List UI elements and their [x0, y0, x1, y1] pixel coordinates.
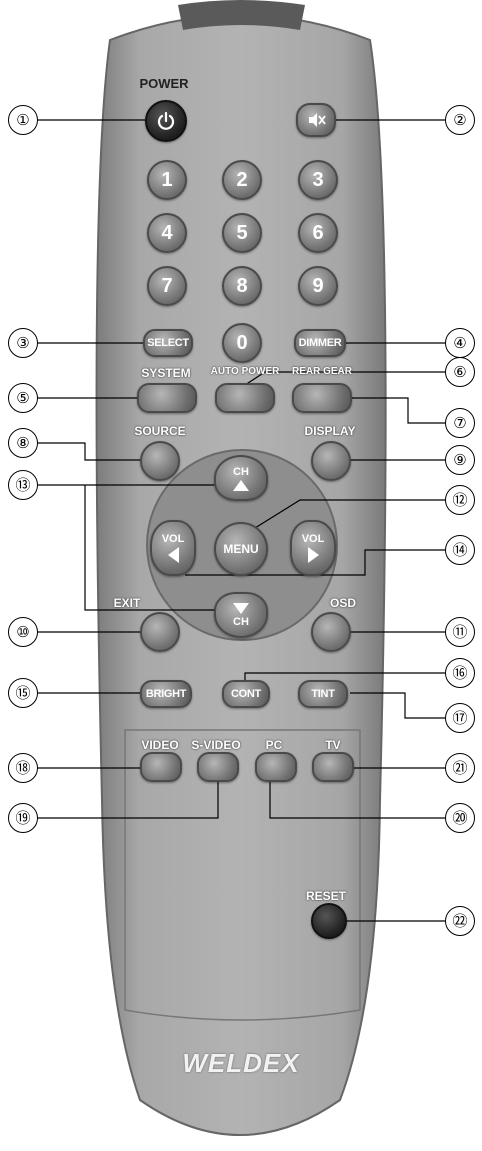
- reset-label: RESET: [306, 889, 346, 903]
- digit-7-button[interactable]: 7: [147, 266, 187, 306]
- ch-up-button[interactable]: CH: [214, 455, 268, 501]
- s-video-label: S-VIDEO: [191, 738, 240, 752]
- callout-12: ⑫: [445, 485, 475, 515]
- callout-17: ⑰: [445, 703, 475, 733]
- callout-6: ⑥: [445, 357, 475, 387]
- select-button[interactable]: SELECT: [143, 329, 193, 357]
- brand-logo: WELDEX: [182, 1048, 299, 1079]
- source-button[interactable]: [140, 441, 180, 481]
- vol-right-button[interactable]: VOL: [290, 520, 336, 576]
- source-label: SOURCE: [134, 424, 185, 438]
- rear-gear-label: REAR GEAR: [292, 366, 352, 377]
- rear-gear-button[interactable]: [292, 383, 352, 413]
- dimmer-button[interactable]: DIMMER: [294, 329, 346, 357]
- ch-up-label: CH: [233, 466, 249, 478]
- digit-3-button[interactable]: 3: [298, 160, 338, 200]
- callout-7: ⑦: [445, 408, 475, 438]
- ch-down-button[interactable]: CH: [214, 592, 268, 638]
- exit-label: EXIT: [114, 596, 141, 610]
- pc-label: PC: [266, 738, 283, 752]
- callout-14: ⑭: [445, 535, 475, 565]
- callout-16: ⑯: [445, 658, 475, 688]
- callout-20: ⑳: [445, 803, 475, 833]
- digit-5-button[interactable]: 5: [222, 213, 262, 253]
- vol-left-button[interactable]: VOL: [150, 520, 196, 576]
- callout-19: ⑲: [8, 803, 38, 833]
- power-button[interactable]: [145, 100, 187, 142]
- arrow-left-icon: [168, 547, 179, 563]
- arrow-right-icon: [308, 547, 319, 563]
- mute-icon: [306, 112, 326, 128]
- display-button[interactable]: [311, 441, 351, 481]
- power-icon: [156, 111, 176, 131]
- callout-1: ①: [8, 105, 38, 135]
- video-button[interactable]: [140, 752, 182, 782]
- menu-button[interactable]: MENU: [214, 522, 268, 576]
- digit-0-button[interactable]: 0: [222, 323, 262, 363]
- pc-button[interactable]: [255, 752, 297, 782]
- arrow-up-icon: [233, 480, 249, 491]
- callout-13: ⑬: [8, 470, 38, 500]
- cont-button[interactable]: CONT: [222, 680, 270, 708]
- display-label: DISPLAY: [305, 424, 356, 438]
- digit-4-button[interactable]: 4: [147, 213, 187, 253]
- s-video-button[interactable]: [197, 752, 239, 782]
- reset-button[interactable]: [311, 903, 347, 939]
- tv-label: TV: [325, 738, 340, 752]
- callout-3: ③: [8, 328, 38, 358]
- digit-8-button[interactable]: 8: [222, 266, 262, 306]
- bright-button[interactable]: BRIGHT: [140, 680, 192, 708]
- callout-21: ㉑: [445, 753, 475, 783]
- callout-10: ⑩: [8, 617, 38, 647]
- auto-power-label: AUTO POWER: [211, 366, 280, 377]
- arrow-down-icon: [233, 603, 249, 614]
- digit-1-button[interactable]: 1: [147, 160, 187, 200]
- video-label: VIDEO: [141, 738, 178, 752]
- tint-button[interactable]: TINT: [298, 680, 348, 708]
- callout-15: ⑮: [8, 678, 38, 708]
- vol-right-label: VOL: [302, 533, 325, 545]
- tv-button[interactable]: [312, 752, 354, 782]
- osd-button[interactable]: [311, 612, 351, 652]
- system-label: SYSTEM: [141, 366, 190, 380]
- callout-22: ㉒: [445, 906, 475, 936]
- callout-4: ④: [445, 328, 475, 358]
- callout-18: ⑱: [8, 753, 38, 783]
- system-button[interactable]: [137, 383, 197, 413]
- osd-label: OSD: [330, 596, 356, 610]
- exit-button[interactable]: [140, 612, 180, 652]
- digit-9-button[interactable]: 9: [298, 266, 338, 306]
- power-label: POWER: [139, 76, 188, 91]
- vol-left-label: VOL: [162, 533, 185, 545]
- digit-6-button[interactable]: 6: [298, 213, 338, 253]
- ch-down-label: CH: [233, 616, 249, 628]
- mute-button[interactable]: [296, 103, 336, 137]
- callout-5: ⑤: [8, 383, 38, 413]
- callout-9: ⑨: [445, 445, 475, 475]
- callout-8: ⑧: [8, 428, 38, 458]
- callout-2: ②: [445, 105, 475, 135]
- callout-11: ⑪: [445, 617, 475, 647]
- digit-2-button[interactable]: 2: [222, 160, 262, 200]
- auto-power-button[interactable]: [215, 383, 275, 413]
